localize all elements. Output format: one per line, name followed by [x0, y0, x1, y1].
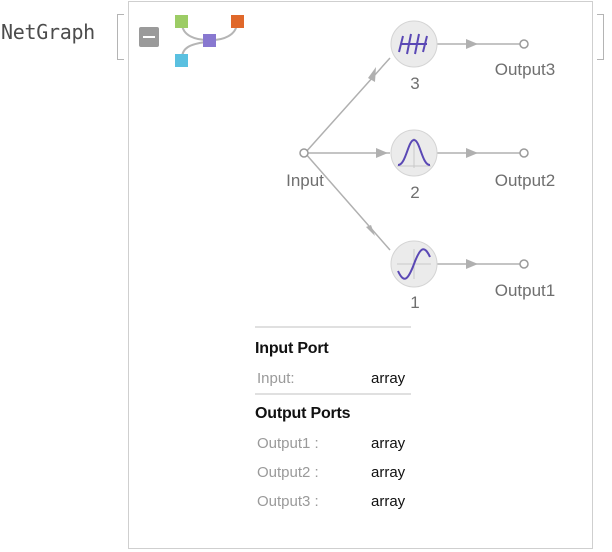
divider-middle	[255, 393, 411, 395]
collapse-button[interactable]	[139, 27, 159, 47]
divider-top	[255, 326, 411, 328]
right-bracket	[597, 14, 604, 60]
edge-input-to-1	[304, 152, 391, 251]
output2-label: Output2	[495, 171, 556, 190]
output2-port-name: Output2 :	[257, 464, 319, 481]
layer-node-1[interactable]	[390, 240, 438, 288]
output3-label: Output3	[495, 60, 556, 79]
icon-square-cyan	[175, 54, 188, 67]
output1-label: Output1	[495, 281, 556, 300]
output1-port-dot[interactable]	[519, 259, 529, 269]
node-1-label: 1	[410, 293, 419, 312]
icon-square-orange	[231, 15, 244, 28]
output3-port-dot[interactable]	[519, 39, 529, 49]
input-port-heading: Input Port	[255, 340, 329, 357]
netgraph-head: NetGraph	[1, 20, 95, 44]
edge-input-to-3	[304, 57, 391, 154]
output2-port-type: array	[371, 464, 406, 481]
topology-icon	[175, 15, 244, 67]
icon-square-green	[175, 15, 188, 28]
output3-port-type: array	[371, 493, 406, 510]
input-label: Input	[286, 171, 324, 190]
input-port-type: array	[371, 370, 406, 387]
left-bracket	[117, 14, 124, 60]
layer-node-3[interactable]	[390, 20, 438, 68]
netgraph-panel	[128, 1, 593, 549]
node-3-label: 3	[410, 74, 419, 93]
output1-port-type: array	[371, 435, 406, 452]
layer-node-2[interactable]	[390, 129, 438, 177]
node-2-label: 2	[410, 183, 419, 202]
output3-port-name: Output3 :	[257, 493, 319, 510]
output-ports-heading: Output Ports	[255, 405, 351, 422]
input-port-dot[interactable]	[299, 148, 309, 158]
icon-square-purple	[203, 34, 216, 47]
output2-port-dot[interactable]	[519, 148, 529, 158]
output1-port-name: Output1 :	[257, 435, 319, 452]
input-port-name: Input:	[257, 370, 295, 387]
